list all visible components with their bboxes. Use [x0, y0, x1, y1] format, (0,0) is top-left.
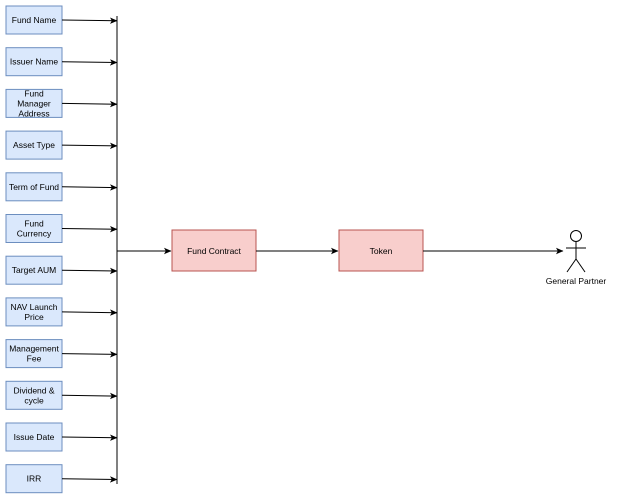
attribute-label: Asset Type [13, 140, 55, 150]
attribute-box [5, 47, 63, 77]
attribute-label: Issue Date [14, 432, 55, 442]
attribute-label: Fund [24, 88, 44, 98]
attribute-node[interactable]: IRR [5, 464, 63, 494]
attribute-box [5, 255, 63, 285]
attribute-label: Dividend & [13, 385, 54, 395]
stick-figure-icon [566, 230, 586, 273]
attribute-box [5, 5, 63, 35]
attribute-arrow [61, 59, 118, 66]
attribute-label: Target AUM [12, 265, 56, 275]
attribute-label: Issuer Name [10, 57, 58, 67]
attribute-box [5, 172, 63, 202]
token-box [338, 229, 424, 272]
attribute-arrow [61, 142, 118, 149]
attribute-label: Fund Name [12, 15, 57, 25]
general-partner-actor[interactable]: General Partner [546, 230, 607, 287]
attribute-arrow [61, 17, 118, 24]
general-partner-label: General Partner [546, 276, 607, 286]
attribute-label: Fee [27, 354, 42, 364]
attribute-label: Address [18, 108, 49, 118]
attribute-arrow [61, 351, 118, 358]
attribute-node[interactable]: Term of Fund [5, 172, 63, 202]
attribute-box [5, 339, 63, 369]
attribute-label: Management [9, 344, 59, 354]
attribute-node[interactable]: Target AUM [5, 255, 63, 285]
attribute-box [5, 214, 63, 243]
attribute-label: cycle [24, 395, 44, 405]
attribute-arrows [61, 17, 118, 483]
attribute-label: Manager [17, 98, 51, 108]
attribute-label: NAV Launch [10, 302, 57, 312]
attribute-arrow [61, 267, 118, 275]
attribute-arrow [61, 225, 118, 233]
attribute-arrow [61, 476, 118, 483]
attribute-arrow [61, 392, 118, 400]
attribute-box [5, 297, 63, 327]
attribute-label: Term of Fund [9, 182, 59, 192]
attribute-node[interactable]: Asset Type [5, 130, 63, 160]
attribute-box [5, 464, 63, 494]
attribute-node[interactable]: Fund Name [5, 5, 63, 35]
attribute-label: IRR [27, 474, 42, 484]
attribute-box [5, 88, 63, 118]
attribute-node[interactable]: Dividend &cycle [5, 380, 63, 410]
attribute-label: Price [24, 312, 44, 322]
attribute-arrow [61, 184, 118, 191]
attribute-arrow [61, 434, 118, 441]
token-label: Token [370, 246, 393, 256]
attribute-box [5, 380, 63, 410]
attribute-arrow [61, 100, 118, 108]
attribute-node[interactable]: Issuer Name [5, 47, 63, 77]
attribute-label: Currency [17, 229, 52, 239]
fund-contract-node[interactable]: Fund Contract [171, 229, 257, 272]
attribute-label: Fund [24, 219, 44, 229]
attribute-arrow [61, 309, 118, 316]
attribute-node[interactable]: Issue Date [5, 422, 63, 452]
token-node[interactable]: Token [338, 229, 424, 272]
fund-contract-label: Fund Contract [187, 246, 241, 256]
